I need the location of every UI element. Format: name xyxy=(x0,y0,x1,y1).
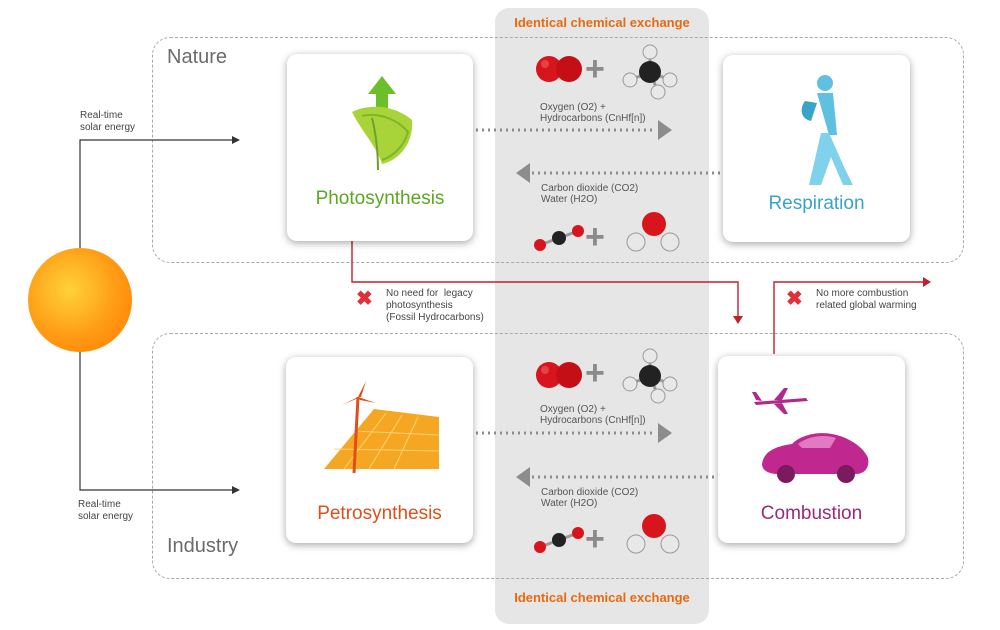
oxygen-molecule-icon xyxy=(536,362,582,388)
photosynthesis-card: Photosynthesis xyxy=(287,54,473,241)
sun-icon xyxy=(28,248,132,352)
solar-input-bottom: Real-time solar energy xyxy=(78,499,134,522)
cross-icon: ✖ xyxy=(786,288,803,310)
exchange-forward-bottom: Oxygen (O2) + Hydrocarbons (CnHf[n]) xyxy=(540,404,646,426)
airplane-icon xyxy=(752,388,808,414)
car-icon xyxy=(762,433,869,483)
arrowhead-back-top xyxy=(516,163,530,183)
respiration-label: Respiration xyxy=(768,193,865,214)
plus-icon: + xyxy=(585,354,605,392)
red-arrowhead-right xyxy=(923,277,931,287)
note-no-legacy: No need for legacy photosynthesis (Fossi… xyxy=(386,288,484,323)
plus-icon: + xyxy=(585,520,605,558)
band-title-bottom: Identical chemical exchange xyxy=(514,590,690,605)
arrowhead-forward-bottom xyxy=(658,423,672,443)
methane-molecule-icon xyxy=(622,44,678,100)
solar-input-top: Real-time solar energy xyxy=(80,110,136,133)
sun-arrow-top xyxy=(232,136,240,144)
petrosynthesis-card: Petrosynthesis xyxy=(286,357,473,543)
sun-input-lines xyxy=(79,139,238,491)
note-no-combustion: No more combustion related global warmin… xyxy=(816,288,917,311)
oxygen-molecule-icon xyxy=(536,56,582,82)
photosynthesis-label: Photosynthesis xyxy=(315,188,445,209)
red-path-combustion xyxy=(773,281,925,354)
exchange-backward-bottom: Carbon dioxide (CO2) Water (H2O) xyxy=(541,487,639,509)
nature-region xyxy=(152,37,964,263)
respiration-card: Respiration xyxy=(723,55,910,242)
exchange-forward-top: Oxygen (O2) + Hydrocarbons (CnHf[n]) xyxy=(540,102,646,124)
sun-arrow-bottom xyxy=(232,486,240,494)
water-molecule-icon xyxy=(626,212,680,252)
methane-molecule-icon xyxy=(622,348,678,404)
leaf-icon xyxy=(352,76,413,171)
co2-molecule-icon xyxy=(534,527,584,553)
red-path-legacy xyxy=(351,240,739,318)
co2-molecule-icon xyxy=(534,225,584,251)
combustion-label: Combustion xyxy=(760,503,863,524)
plus-icon: + xyxy=(585,50,605,88)
nature-label: Nature xyxy=(167,46,228,68)
industry-region xyxy=(152,333,964,579)
arrowhead-forward-top xyxy=(658,120,672,140)
band-title-top: Identical chemical exchange xyxy=(514,15,690,30)
petrosynthesis-label: Petrosynthesis xyxy=(317,503,442,524)
combustion-card: Combustion xyxy=(718,356,905,543)
industry-label: Industry xyxy=(167,535,239,557)
exchange-backward-top: Carbon dioxide (CO2) Water (H2O) xyxy=(541,183,639,205)
red-arrowhead-down xyxy=(733,316,743,324)
exchange-band xyxy=(495,8,709,624)
water-molecule-icon xyxy=(626,514,680,554)
wind-solar-icon xyxy=(324,381,440,474)
cross-icon: ✖ xyxy=(356,288,373,310)
plus-icon: + xyxy=(585,218,605,256)
arrowhead-back-bottom xyxy=(516,467,530,487)
person-walking-icon xyxy=(801,75,853,185)
